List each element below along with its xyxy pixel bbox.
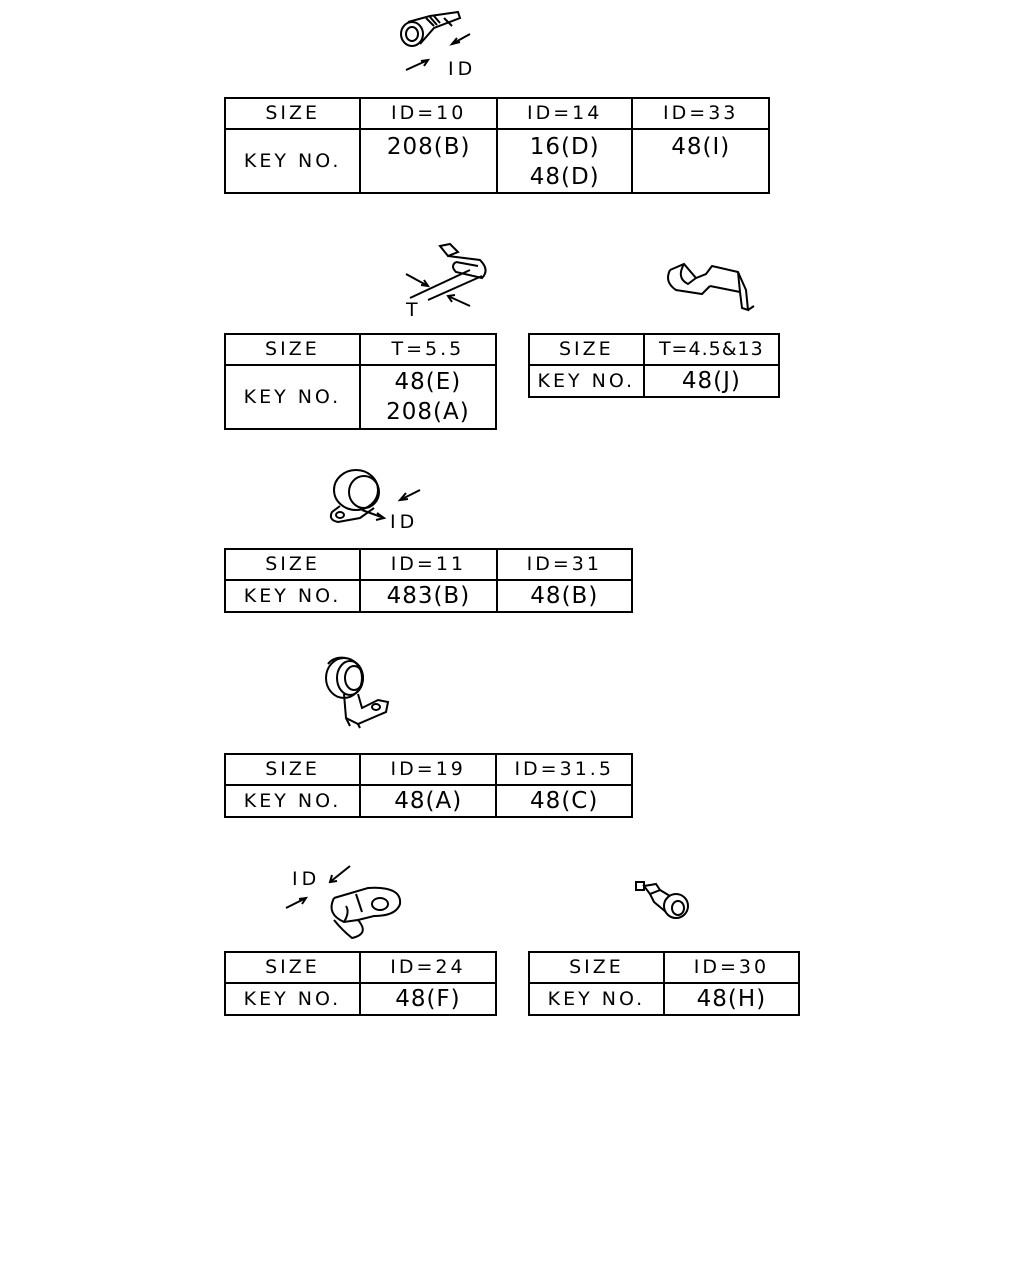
dimension-label-id: ID [292, 868, 321, 890]
key-no-header: KEY NO. [223, 128, 362, 194]
size-cell: ID=24 [358, 951, 498, 984]
key-no-header: KEY NO. [528, 364, 645, 398]
p-clamp-icon [326, 466, 426, 530]
spec-table: SIZE ID=24 KEY NO. 48(F) [224, 951, 498, 1016]
key-cell: 16(D) 48(D) [495, 128, 634, 194]
key-number: 48(B) [530, 583, 599, 609]
size-header: SIZE [224, 951, 361, 984]
small-hose-clip-icon [630, 876, 694, 924]
key-number: 48(C) [530, 788, 599, 814]
bent-plate-clip-icon [662, 260, 757, 315]
size-cell: ID=31 [495, 548, 634, 581]
size-header: SIZE [224, 333, 361, 366]
key-no-header: KEY NO. [224, 982, 361, 1016]
key-number: 48(F) [395, 986, 461, 1012]
dimension-label-id: ID [390, 511, 419, 533]
key-cell: 48(C) [495, 784, 633, 818]
key-cell: 483(B) [359, 579, 498, 613]
key-number: 48(A) [394, 788, 463, 814]
dimension-label-t: T [406, 299, 422, 321]
key-number: 48(I) [671, 134, 731, 160]
key-cell: 48(F) [358, 982, 498, 1016]
size-cell: ID=19 [359, 753, 498, 786]
size-cell: T=4.5&13 [642, 333, 781, 366]
size-cell: ID=11 [359, 548, 498, 581]
dimension-label-id: ID [448, 58, 477, 80]
key-no-header: KEY NO. [528, 982, 665, 1016]
key-cell: 48(I) [631, 128, 770, 194]
loop-clamp-icon [278, 862, 408, 942]
size-header: SIZE [528, 333, 645, 366]
key-number: 208(A) [386, 399, 470, 425]
standoff-bracket-clamp-icon [322, 654, 394, 730]
key-number: 48(H) [696, 986, 767, 1012]
key-number: 483(B) [386, 583, 471, 609]
key-number: 16(D) [529, 134, 600, 160]
size-cell: ID=33 [631, 97, 770, 130]
spec-table: SIZE ID=10 ID=14 ID=33 KEY NO. 208(B) 16… [223, 97, 770, 194]
size-header: SIZE [223, 97, 362, 130]
key-number: 48(D) [529, 164, 600, 190]
size-header: SIZE [223, 753, 362, 786]
key-number: 48(J) [681, 368, 741, 394]
key-cell: 48(E) 208(A) [358, 364, 498, 430]
size-cell: ID=31.5 [495, 753, 633, 786]
size-cell: ID=30 [662, 951, 801, 984]
key-no-header: KEY NO. [223, 579, 362, 613]
size-cell: ID=10 [359, 97, 498, 130]
spec-table: SIZE T=5.5 KEY NO. 48(E) 208(A) [224, 333, 498, 430]
key-no-header: KEY NO. [224, 364, 361, 430]
key-cell: 48(A) [359, 784, 498, 818]
key-cell: 208(B) [359, 128, 498, 194]
ring-terminal-clamp-icon [390, 4, 480, 74]
key-number: 208(B) [386, 134, 471, 160]
size-header: SIZE [223, 548, 362, 581]
key-number: 48(E) [394, 369, 462, 395]
spec-table: SIZE T=4.5&13 KEY NO. 48(J) [528, 333, 781, 398]
size-header: SIZE [528, 951, 665, 984]
key-cell: 48(B) [495, 579, 634, 613]
spec-table: SIZE ID=11 ID=31 KEY NO. 483(B) 48(B) [223, 548, 634, 613]
key-cell: 48(J) [642, 364, 781, 398]
spec-table: SIZE ID=30 KEY NO. 48(H) [528, 951, 801, 1016]
key-no-header: KEY NO. [223, 784, 362, 818]
spec-table: SIZE ID=19 ID=31.5 KEY NO. 48(A) 48(C) [223, 753, 633, 818]
size-cell: ID=14 [495, 97, 634, 130]
flat-spring-clip-icon [400, 240, 495, 310]
size-cell: T=5.5 [358, 333, 498, 366]
key-cell: 48(H) [662, 982, 801, 1016]
